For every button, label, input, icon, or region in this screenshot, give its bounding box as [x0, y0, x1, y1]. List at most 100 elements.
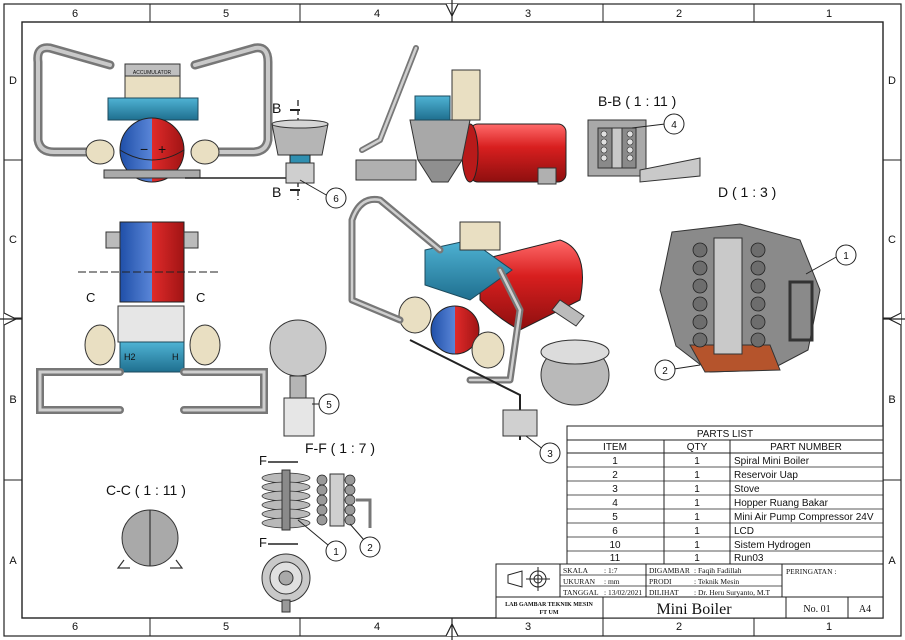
zone-top-4: 4	[374, 8, 380, 20]
dilihat-label: DILIHAT	[649, 588, 679, 597]
ff-section-view: F-F ( 1 : 7 ) F F	[259, 440, 375, 613]
d-view-title: D ( 1 : 3 )	[718, 184, 776, 200]
cut-f-bottom: F	[259, 535, 267, 550]
svg-text:3: 3	[547, 449, 553, 460]
balloon-1-spiral	[325, 540, 347, 562]
tanggal-label: TANGGAL	[563, 588, 599, 597]
tanggal-value: : 13/02/2021	[604, 588, 642, 597]
svg-text:1: 1	[694, 470, 700, 481]
svg-text:6: 6	[333, 194, 339, 205]
svg-text:4: 4	[671, 120, 677, 131]
balloon-1-detail	[835, 244, 857, 266]
digambar-value: : Faqih Fadillah	[694, 566, 742, 575]
balloon-6	[325, 187, 347, 209]
svg-text:11: 11	[610, 553, 621, 564]
front-view: ACCUMULATOR − +	[33, 43, 300, 183]
zone-labels: 6 5 4 3 2 1 6 5 4 3 2 1 D C B A D C B A	[9, 8, 896, 633]
svg-text:4: 4	[612, 498, 618, 509]
parts-row-1: 1 1 Spiral Mini Boiler	[612, 456, 809, 467]
skala-value: : 1:7	[604, 566, 618, 575]
balloons	[297, 113, 857, 562]
parts-row-3: 3 1 Stove	[612, 484, 760, 495]
parts-row-2: 2 1 Reservoir Uap	[612, 470, 798, 481]
svg-text:5: 5	[326, 400, 332, 411]
balloon-4	[663, 113, 685, 135]
zone-right-a: A	[888, 555, 896, 567]
balloon-3	[539, 442, 561, 464]
zone-top-2: 2	[676, 8, 682, 20]
svg-text:1: 1	[694, 456, 700, 467]
drawing-title: Mini Boiler	[656, 601, 732, 618]
prodi-value: : Teknik Mesin	[694, 577, 739, 586]
parts-list-table: PARTS LIST ITEM QTY PART NUMBER 1 1 Spir…	[566, 425, 884, 565]
bb-view-title: B-B ( 1 : 11 )	[598, 93, 676, 109]
zone-bottom-1: 1	[826, 621, 832, 633]
svg-text:1: 1	[694, 484, 700, 495]
cc-view-title: C-C ( 1 : 11 )	[106, 482, 186, 498]
bb-section-view: B-B ( 1 : 11 )	[587, 93, 701, 183]
zone-bottom-5: 5	[223, 621, 229, 633]
faculty-name: FT UM	[539, 610, 558, 616]
svg-text:1: 1	[694, 553, 700, 564]
sheet-size: A4	[859, 604, 871, 615]
svg-text:2: 2	[367, 543, 373, 554]
zone-left-a: A	[9, 555, 17, 567]
cut-f-top: F	[259, 453, 267, 468]
zone-left-c: C	[9, 234, 17, 246]
svg-text:3: 3	[612, 484, 618, 495]
parts-row-5: 5 1 Mini Air Pump Compressor 24V	[612, 512, 874, 523]
ukuran-value: : mm	[604, 577, 620, 586]
isometric-view	[348, 195, 610, 440]
zone-bottom-4: 4	[374, 621, 380, 633]
drawing-number: No. 01	[803, 604, 830, 615]
zone-right-d: D	[888, 75, 896, 87]
lab-name: LAB GAMBAR TEKNIK MESIN	[505, 602, 593, 608]
svg-text:1: 1	[694, 526, 700, 537]
svg-text:+: +	[158, 141, 166, 157]
parts-row-6: 6 1 LCD	[612, 526, 754, 537]
svg-text:1: 1	[694, 498, 700, 509]
pump-view	[269, 319, 327, 437]
svg-text:Spiral Mini Boiler: Spiral Mini Boiler	[734, 456, 810, 467]
header-item: ITEM	[603, 442, 627, 453]
balloon-5	[318, 393, 340, 415]
projection-symbol-icon	[507, 567, 550, 591]
header-part-number: PART NUMBER	[770, 442, 842, 453]
zone-bottom-6: 6	[72, 621, 78, 633]
zone-left-d: D	[9, 75, 17, 87]
header-qty: QTY	[687, 442, 708, 453]
svg-text:LCD: LCD	[734, 526, 754, 537]
svg-text:Hopper Ruang Bakar: Hopper Ruang Bakar	[734, 498, 829, 509]
balloon-2-spiral	[359, 536, 381, 558]
balloon-2-detail	[654, 359, 676, 381]
svg-text:1: 1	[843, 251, 849, 262]
balloon-numbers: 6 4 1 2 5 3 1 2	[326, 120, 849, 558]
side-view	[355, 45, 567, 185]
svg-text:−: −	[140, 141, 148, 157]
parts-list-title: PARTS LIST	[697, 429, 753, 440]
lcd-h-label: H	[172, 352, 179, 362]
svg-text:6: 6	[612, 526, 618, 537]
prodi-label: PRODI	[649, 577, 672, 586]
skala-label: SKALA	[563, 566, 589, 575]
svg-text:1: 1	[694, 540, 700, 551]
svg-text:1: 1	[333, 547, 339, 558]
cut-b-bottom: B	[272, 184, 281, 200]
zone-top-5: 5	[223, 8, 229, 20]
zone-bottom-3: 3	[525, 621, 531, 633]
svg-text:Sistem Hydrogen: Sistem Hydrogen	[734, 540, 811, 551]
cc-section-view: C-C ( 1 : 11 )	[106, 482, 186, 569]
svg-text:Stove: Stove	[734, 484, 760, 495]
hopper-view: B B	[271, 100, 329, 200]
zone-right-b: B	[888, 394, 895, 406]
title-block: SKALA : 1:7 UKURAN : mm TANGGAL : 13/02/…	[495, 563, 884, 619]
cut-b-top: B	[272, 100, 281, 116]
lcd-h2-label: H2	[124, 352, 136, 362]
svg-text:2: 2	[612, 470, 618, 481]
svg-text:1: 1	[612, 456, 618, 467]
peringatan-label: PERINGATAN :	[786, 567, 836, 576]
svg-text:10: 10	[609, 540, 621, 551]
parts-row-7: 10 1 Sistem Hydrogen	[609, 540, 810, 551]
